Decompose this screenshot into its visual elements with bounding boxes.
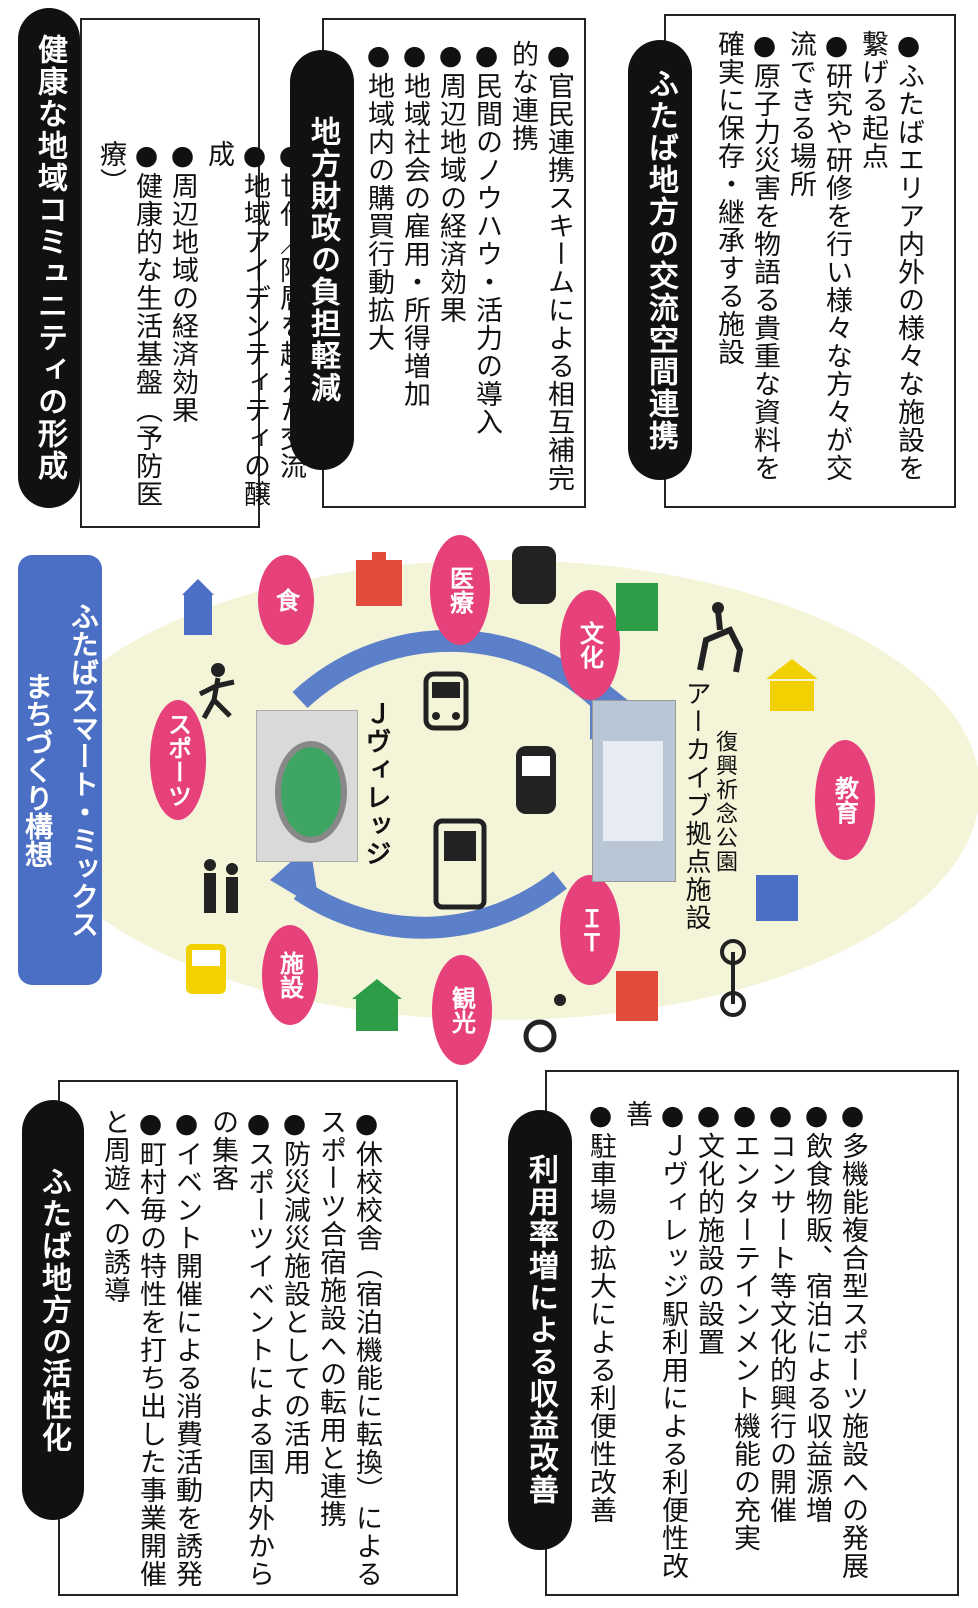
pill-facility: 施設 (262, 925, 318, 1025)
pill-food: 食 (258, 555, 314, 645)
community-item: ●周辺地域の経済効果 (167, 140, 198, 424)
center-banner-line1: ふたばスマート・ミックス (67, 602, 100, 938)
car-icon (510, 740, 562, 820)
finance-item: ●地域内の購買行動拡大 (363, 40, 394, 352)
cyclist-icon (708, 938, 758, 1018)
revenue-item: ●駐車場の拡大による利便性改善 (585, 1100, 616, 1524)
finance-item: ●周辺地域の経済効果 (435, 40, 466, 324)
exchange-box (664, 14, 956, 508)
revitalization-item: ●休校校舎（宿泊機能に転換）によるスポーツ合宿施設への転用と連携 (315, 1108, 382, 1588)
revenue-item: ●飲食物販、宿泊による収益源増 (801, 1100, 832, 1524)
revenue-item: ●多機能複合型スポーツ施設への発展 (837, 1100, 868, 1580)
jvillage-photo (256, 710, 358, 862)
family-icon (198, 855, 248, 925)
revenue-item: ●文化的施設の設置 (693, 1100, 724, 1356)
revitalization-title: ふたば地方の活性化 (22, 1100, 84, 1520)
exchange-content: ●ふたばエリア内外の様々な施設を繋げる起点 ●研究や研修を行い様々な方々が交流で… (710, 30, 926, 500)
jvillage-label: Ｊヴィレッジ (361, 700, 391, 868)
revitalization-content: ●休校校舎（宿泊機能に転換）によるスポーツ合宿施設への転用と連携 ●防災減災施設… (96, 1108, 384, 1588)
community-box (80, 18, 260, 528)
pill-medical: 医療 (430, 535, 490, 645)
revenue-item: ●エンターテインメント機能の充実 (729, 1100, 760, 1552)
center-banner: ふたばスマート・ミックス まちづくり構想 (18, 555, 102, 985)
community-item: ●健康的な生活基盤（予防医療） (95, 140, 162, 508)
pill-sports: スポーツ (150, 700, 206, 820)
school-icon (178, 575, 218, 645)
building-icon-red (612, 965, 662, 1025)
archive-label-line1: アーカイブ拠点施設 (681, 680, 711, 932)
horse-rider-icon (690, 600, 750, 680)
exchange-item: ●研究や研修を行い様々な方々が交流できる場所 (785, 30, 852, 482)
finance-item: ●民間のノウハウ・活力の導入 (471, 40, 502, 436)
exchange-item: ●原子力災害を物語る貴重な資料を確実に保存・継承する施設 (713, 30, 780, 482)
pill-education: 教育 (815, 740, 875, 860)
hospital-icon (352, 550, 406, 610)
finance-content: ●官民連携スキームによる相互補完的な連携 ●民間のノウハウ・活力の導入 ●周辺地… (360, 40, 576, 500)
finance-box (322, 18, 586, 508)
revenue-item: ●コンサート等文化的興行の開催 (765, 1100, 796, 1524)
revenue-box (545, 1070, 959, 1596)
train-icon (420, 670, 472, 740)
revitalization-box (58, 1080, 458, 1596)
house-icon-green (350, 975, 404, 1035)
revenue-title: 利用率増による収益改善 (508, 1110, 572, 1550)
bus-icon-yellow (182, 940, 230, 1000)
building-icon-green (612, 575, 662, 635)
center-banner-line2: まちづくり構想 (21, 672, 54, 868)
revitalization-item: ●町村毎の特性を打ち出した事業開催と周遊への誘導 (99, 1108, 166, 1588)
bus-icon (430, 815, 490, 915)
pill-it: ＩＴ (560, 875, 620, 985)
pill-tourism: 観光 (432, 955, 492, 1065)
police-car-icon (506, 540, 562, 610)
revitalization-item: ●イベント開催による消費活動を誘発 (171, 1108, 202, 1588)
school-building-icon (752, 865, 802, 925)
revitalization-item: ●スポーツイベントによる国内外からの集客 (207, 1108, 274, 1588)
finance-item: ●官民連携スキームによる相互補完的な連携 (507, 40, 574, 492)
pill-culture: 文化 (560, 590, 620, 700)
exchange-title: ふたば地方の交流空間連携 (628, 40, 692, 480)
archive-label-line2: 復興祈念公園 (712, 730, 737, 874)
revenue-content: ●多機能複合型スポーツ施設への発展 ●飲食物販、宿泊による収益源増 ●コンサート… (582, 1100, 870, 1590)
community-item: ●地域アイデンティティの醸成 (203, 140, 270, 508)
exchange-item: ●ふたばエリア内外の様々な施設を繋げる起点 (857, 30, 924, 482)
museum-icon (762, 655, 822, 715)
community-content: ●世代／階層を超えた交流 ●地域アイデンティティの醸成 ●周辺地域の経済効果 ●… (92, 140, 308, 520)
runner-icon (196, 660, 240, 724)
wheelchair-icon (520, 990, 574, 1060)
finance-item: ●地域社会の雇用・所得増加 (399, 40, 430, 408)
revenue-item: ●Ｊヴィレッジ駅利用による利便性改善 (621, 1100, 688, 1580)
revitalization-item: ●防災減災施設としての活用 (279, 1108, 310, 1476)
community-title: 健康な地域コミュニティの形成 (18, 8, 80, 508)
finance-title: 地方財政の負担軽減 (290, 50, 354, 470)
archive-photo (592, 700, 676, 882)
